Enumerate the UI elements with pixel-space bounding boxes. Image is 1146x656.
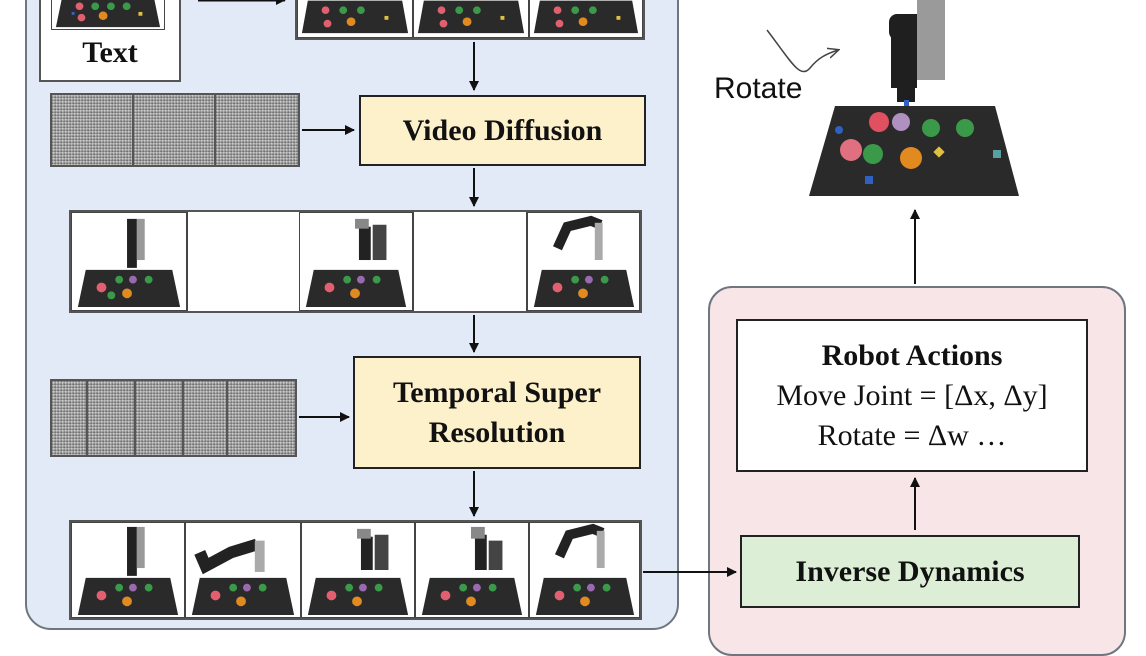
robot-scene-image — [421, 526, 523, 616]
noise-frame — [134, 379, 184, 457]
noise-frame — [182, 379, 228, 457]
dense-frame-3 — [301, 522, 415, 618]
dense-frames-row — [69, 520, 642, 620]
robot-scene-image — [305, 218, 407, 308]
temporal-super-resolution-label-line2: Resolution — [428, 415, 566, 449]
text-condition-frame — [51, 0, 165, 30]
text-label: Text — [82, 36, 138, 69]
keyframe-2 — [299, 212, 413, 311]
robot-scene-image — [533, 215, 635, 308]
temporal-super-resolution-box: Temporal Super Resolution — [353, 356, 641, 469]
robot-scene-image — [191, 538, 295, 616]
robot-actions-box: Robot Actions Move Joint = [Δx, Δy] Rota… — [736, 319, 1088, 472]
scene-image — [301, 0, 409, 34]
noise-frames-row-1 — [50, 93, 300, 167]
initial-frame-3 — [529, 0, 643, 38]
inverse-dynamics-label: Inverse Dynamics — [795, 554, 1025, 588]
noise-frames-row-2 — [50, 379, 297, 457]
scene-image — [417, 0, 525, 34]
noise-frame — [132, 93, 216, 167]
robot-scene-image — [307, 528, 409, 616]
noise-frame — [214, 93, 300, 167]
keyframes-row — [69, 210, 642, 313]
robot-scene-image — [535, 523, 635, 616]
robot-actions-move-joint: Move Joint = [Δx, Δy] — [776, 378, 1048, 412]
rotate-label: Rotate — [714, 72, 803, 105]
dense-frame-2 — [185, 522, 301, 618]
robot-scene-image — [77, 526, 179, 616]
noise-frame — [86, 379, 136, 457]
robot-actions-title: Robot Actions — [821, 338, 1003, 372]
robot-scene-image — [77, 218, 181, 308]
robot-scene-image — [809, 0, 1019, 196]
initial-frames-row — [295, 0, 645, 40]
keyframe-1 — [71, 212, 187, 311]
temporal-super-resolution-label-line1: Temporal Super — [392, 375, 602, 409]
inverse-dynamics-box: Inverse Dynamics — [740, 535, 1080, 608]
dense-frame-4 — [415, 522, 529, 618]
video-diffusion-label: Video Diffusion — [402, 113, 603, 147]
robot-actions-rotate: Rotate = Δw … — [817, 418, 1007, 452]
scene-image — [533, 0, 639, 34]
initial-frame-2 — [413, 0, 529, 38]
text-condition-box: Text — [39, 0, 181, 82]
scene-image — [55, 0, 161, 28]
initial-frame-1 — [297, 0, 413, 38]
robot-execution-image — [805, 0, 1025, 198]
keyframe-blank-2 — [413, 212, 527, 311]
dense-frame-1 — [71, 522, 185, 618]
keyframe-blank-1 — [187, 212, 299, 311]
noise-frame — [50, 93, 134, 167]
keyframe-3 — [527, 212, 640, 311]
dense-frame-5 — [529, 522, 640, 618]
noise-frame — [50, 379, 88, 457]
video-diffusion-box: Video Diffusion — [359, 95, 646, 166]
noise-frame — [226, 379, 297, 457]
